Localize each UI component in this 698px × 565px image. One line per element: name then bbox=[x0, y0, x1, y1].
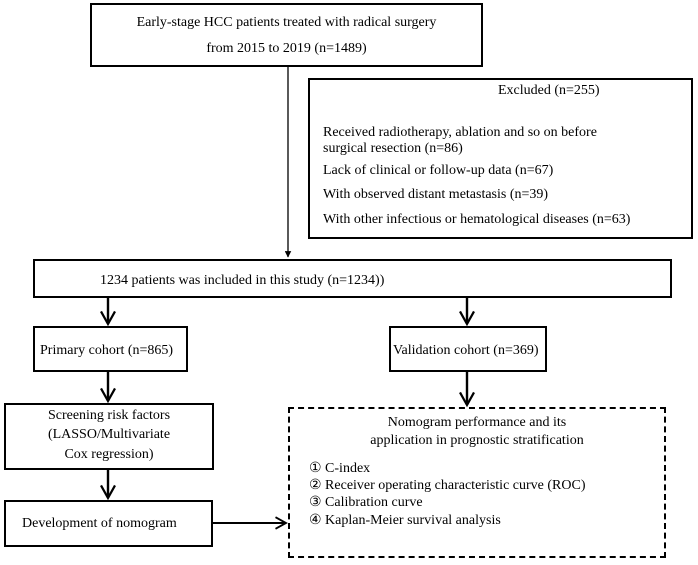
screening-box bbox=[4, 403, 214, 470]
development-text: Development of nomogram bbox=[22, 516, 177, 531]
performance-title2: application in prognostic stratification bbox=[370, 433, 584, 448]
performance-item-4: ④ Kaplan-Meier survival analysis bbox=[309, 513, 501, 528]
excluded-title: Excluded (n=255) bbox=[498, 83, 600, 98]
validation-text: Validation cohort (n=369) bbox=[393, 343, 539, 358]
screening-line2: (LASSO/Multivariate bbox=[47, 427, 171, 442]
start-line2: from 2015 to 2019 (n=1489) bbox=[206, 41, 367, 56]
validation-box bbox=[389, 326, 547, 372]
screening-line3: Cox regression) bbox=[64, 447, 154, 462]
primary-text: Primary cohort (n=865) bbox=[40, 343, 174, 358]
excluded-box bbox=[308, 78, 693, 239]
performance-item-1: ① C-index bbox=[309, 461, 371, 476]
screening-line1: Screening risk factors bbox=[47, 408, 171, 423]
excluded-item-2: Lack of clinical or follow-up data (n=67… bbox=[323, 163, 554, 178]
start-line1: Early-stage HCC patients treated with ra… bbox=[136, 15, 437, 30]
primary-box bbox=[33, 326, 188, 372]
performance-item-3: ③ Calibration curve bbox=[309, 495, 423, 510]
development-box bbox=[4, 500, 213, 547]
excluded-item-1b: surgical resection (n=86) bbox=[323, 141, 463, 156]
excluded-item-1a: Received radiotherapy, ablation and so o… bbox=[323, 125, 597, 140]
performance-item-2: ② Receiver operating characteristic curv… bbox=[309, 478, 586, 493]
performance-title1: Nomogram performance and its bbox=[387, 415, 567, 430]
included-text: 1234 patients was included in this study… bbox=[100, 273, 385, 288]
included-box bbox=[33, 259, 672, 298]
excluded-item-3: With observed distant metastasis (n=39) bbox=[323, 187, 549, 202]
performance-box bbox=[288, 407, 666, 558]
start-box bbox=[90, 3, 483, 67]
excluded-item-4: With other infectious or hematological d… bbox=[323, 212, 631, 227]
